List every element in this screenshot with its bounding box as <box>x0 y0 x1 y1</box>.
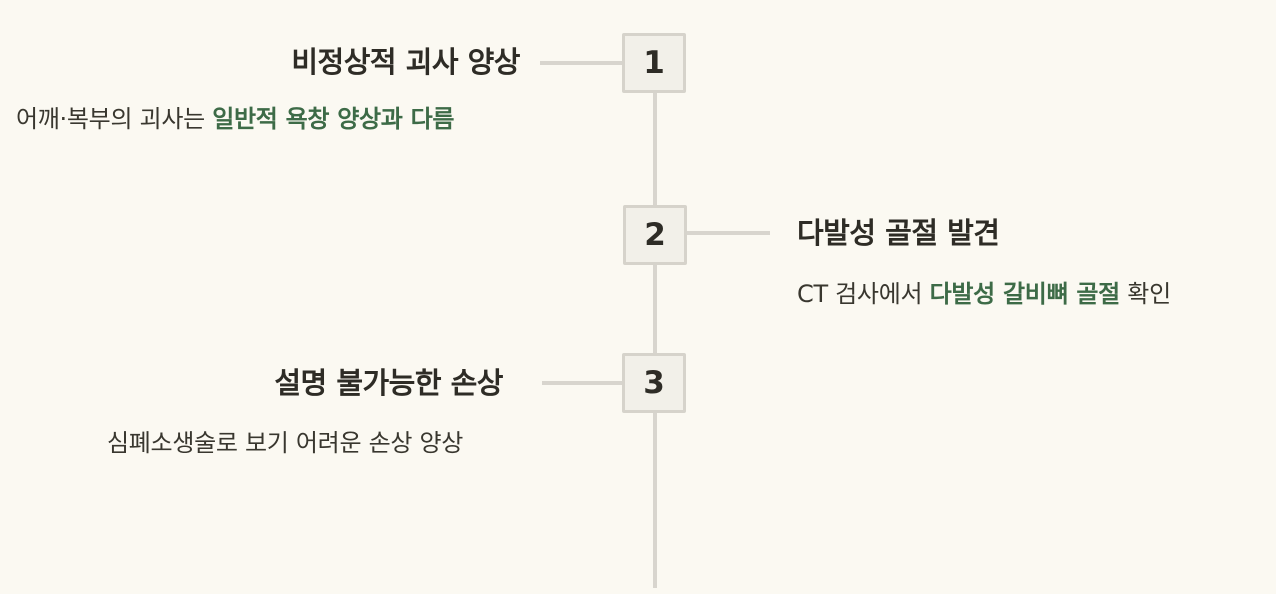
step-2-desc-text: CT 검사에서 <box>797 280 930 308</box>
step-1-desc-text: 어깨·복부의 괴사는 <box>16 105 213 133</box>
step-3-desc-text: 심폐소생술로 보기 어려운 손상 양상 <box>107 429 464 457</box>
step-2-desc-highlight: 다발성 갈비뼈 골절 <box>929 280 1121 308</box>
step-1-connector-line <box>540 61 624 65</box>
step-2-number-box: 2 <box>623 205 687 265</box>
step-3-connector-line <box>542 381 624 385</box>
step-3-number-box: 3 <box>622 353 686 413</box>
step-1-desc-highlight: 일반적 욕창 양상과 다름 <box>212 105 455 133</box>
step-1-number-box: 1 <box>622 33 686 93</box>
step-2-title: 다발성 골절 발견 <box>797 216 1000 250</box>
step-1-title: 비정상적 괴사 양상 <box>291 45 520 79</box>
step-1-description: 어깨·복부의 괴사는 일반적 욕창 양상과 다름 <box>16 102 455 136</box>
step-3-description: 심폐소생술로 보기 어려운 손상 양상 <box>107 426 463 460</box>
step-2-desc-suffix: 확인 <box>1119 280 1171 308</box>
timeline-vertical-line <box>653 90 657 588</box>
step-2-description: CT 검사에서 다발성 갈비뼈 골절 확인 <box>797 277 1171 311</box>
step-1-number: 1 <box>643 44 665 81</box>
step-3-number: 3 <box>643 364 665 401</box>
step-2-number: 2 <box>644 216 666 253</box>
step-3-title: 설명 불가능한 손상 <box>274 366 503 400</box>
step-2-connector-line <box>686 231 770 235</box>
